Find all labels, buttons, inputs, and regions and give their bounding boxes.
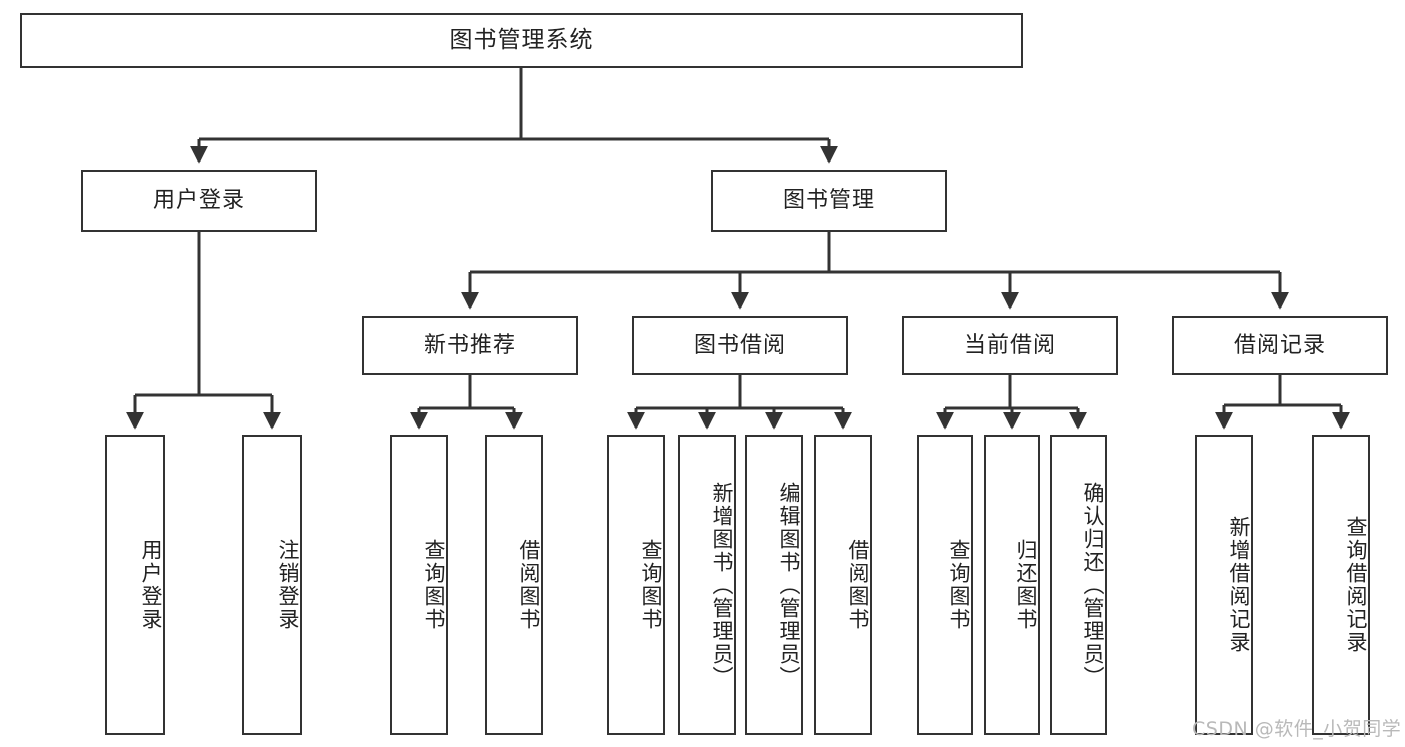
leaf-query-book-borrow[interactable]: 查询图书 — [607, 435, 665, 735]
leaf-query-book-current[interactable]: 查询图书 — [917, 435, 973, 735]
node-book-borrow[interactable]: 图书借阅 — [632, 316, 848, 375]
leaf-edit-book-admin-label: 编辑图书（管理员） — [777, 481, 801, 689]
leaf-query-book-borrow-label: 查询图书 — [639, 539, 663, 631]
leaf-borrow-book[interactable]: 借阅图书 — [814, 435, 872, 735]
leaf-edit-book-admin[interactable]: 编辑图书（管理员） — [745, 435, 803, 735]
node-book-management-label: 图书管理 — [782, 188, 875, 214]
leaf-add-borrow-record-label: 新增借阅记录 — [1227, 516, 1251, 654]
leaf-return-book-label: 归还图书 — [1014, 539, 1038, 631]
watermark: CSDN @软件_小贺同学 — [1192, 718, 1402, 740]
leaf-user-login[interactable]: 用户登录 — [105, 435, 165, 735]
leaf-add-book-admin[interactable]: 新增图书（管理员） — [678, 435, 736, 735]
node-root[interactable]: 图书管理系统 — [20, 13, 1023, 68]
leaf-confirm-return-admin-label: 确认归还（管理员） — [1081, 481, 1105, 689]
node-new-book-recommend-label: 新书推荐 — [423, 332, 516, 358]
leaf-add-borrow-record[interactable]: 新增借阅记录 — [1195, 435, 1253, 735]
node-root-label: 图书管理系统 — [449, 26, 594, 53]
node-borrow-record-label: 借阅记录 — [1233, 332, 1326, 358]
leaf-add-book-admin-label: 新增图书（管理员） — [710, 481, 734, 689]
leaf-query-book-newbook[interactable]: 查询图书 — [390, 435, 448, 735]
leaf-borrow-book-newbook[interactable]: 借阅图书 — [485, 435, 543, 735]
node-borrow-record[interactable]: 借阅记录 — [1172, 316, 1388, 375]
leaf-query-book-newbook-label: 查询图书 — [422, 539, 446, 631]
leaf-borrow-book-label: 借阅图书 — [846, 539, 870, 631]
leaf-query-borrow-record[interactable]: 查询借阅记录 — [1312, 435, 1370, 735]
leaf-user-login-label: 用户登录 — [139, 539, 163, 631]
leaf-logout-label: 注销登录 — [276, 539, 300, 631]
leaf-query-borrow-record-label: 查询借阅记录 — [1344, 516, 1368, 654]
node-current-borrow-label: 当前借阅 — [963, 332, 1056, 358]
leaf-confirm-return-admin[interactable]: 确认归还（管理员） — [1050, 435, 1107, 735]
leaf-return-book[interactable]: 归还图书 — [984, 435, 1040, 735]
leaf-query-book-current-label: 查询图书 — [947, 539, 971, 631]
node-new-book-recommend[interactable]: 新书推荐 — [362, 316, 578, 375]
node-current-borrow[interactable]: 当前借阅 — [902, 316, 1118, 375]
node-book-management[interactable]: 图书管理 — [711, 170, 947, 232]
node-user-login[interactable]: 用户登录 — [81, 170, 317, 232]
node-book-borrow-label: 图书借阅 — [693, 332, 786, 358]
leaf-logout[interactable]: 注销登录 — [242, 435, 302, 735]
leaf-borrow-book-newbook-label: 借阅图书 — [517, 539, 541, 631]
node-user-login-label: 用户登录 — [152, 188, 245, 214]
